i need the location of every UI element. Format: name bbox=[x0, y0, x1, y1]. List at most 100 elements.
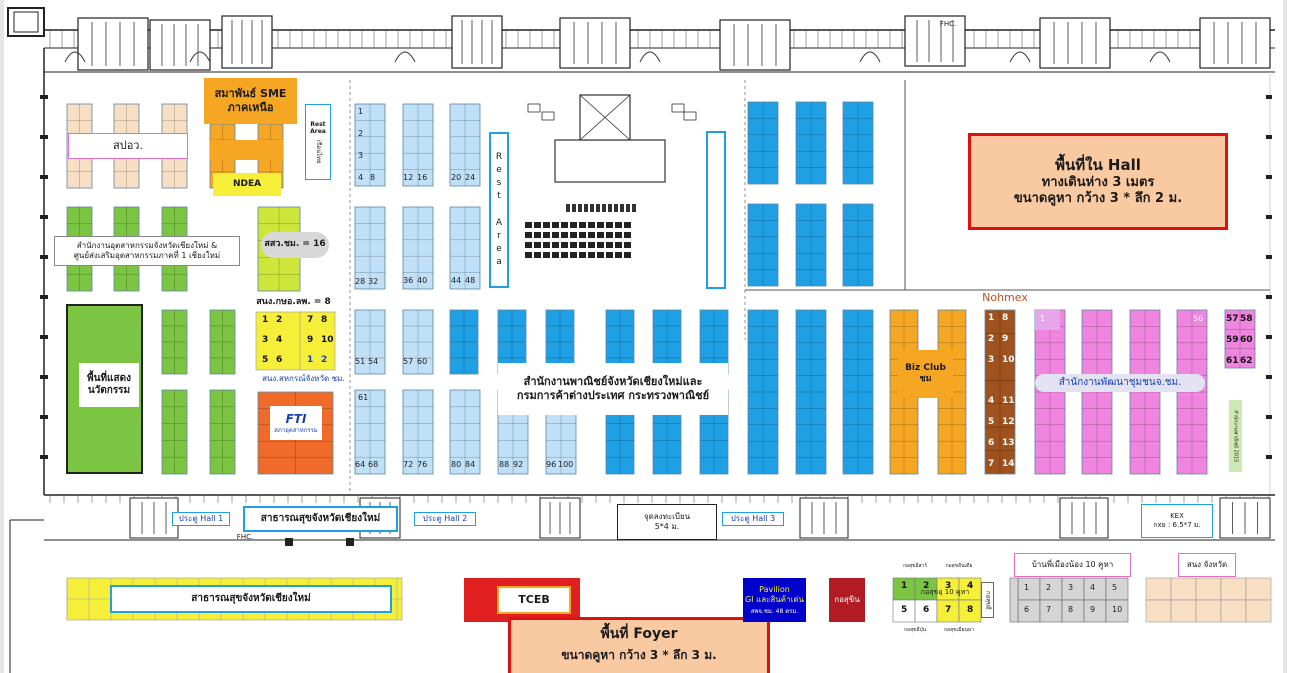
booth bbox=[1224, 309, 1256, 369]
door-hall3-label[interactable]: ประตู Hall 3 bbox=[722, 512, 784, 526]
booth bbox=[354, 309, 386, 375]
booth bbox=[354, 103, 386, 187]
booth bbox=[449, 309, 479, 375]
community-small-label: สำนักงานพาณิชย์ 2015 bbox=[1229, 400, 1242, 472]
seat bbox=[615, 222, 622, 228]
door-hall2-label[interactable]: ประตู Hall 2 bbox=[414, 512, 476, 526]
seat bbox=[525, 242, 532, 248]
pavilion-label: Pavilion GI และสินค้าเด่น สพจ.ชม. 48 ตรม… bbox=[743, 578, 806, 622]
seat bbox=[597, 252, 604, 258]
nohmex-label: Nohmex bbox=[982, 291, 1028, 305]
seat-small bbox=[608, 204, 612, 212]
spor-label: สปอว. bbox=[68, 133, 188, 159]
seat bbox=[570, 222, 577, 228]
province-booth bbox=[1145, 599, 1172, 623]
rest-area-small-label: Rest Area เรือนไทย bbox=[305, 104, 331, 180]
door-arc bbox=[394, 51, 416, 63]
province-booth bbox=[1220, 599, 1247, 623]
seat bbox=[552, 242, 559, 248]
booth bbox=[209, 389, 236, 475]
booth-number: 7 bbox=[1046, 605, 1052, 614]
booth bbox=[795, 101, 827, 185]
seat bbox=[525, 232, 532, 238]
booth bbox=[984, 309, 1016, 475]
ndea-label: NDEA bbox=[213, 173, 281, 196]
booth-number: 96 bbox=[546, 460, 557, 469]
gosu-bottom-a-label: กอสุขอีปุ่น bbox=[903, 626, 927, 633]
ssw-label: สสว.ชม. = 16 bbox=[261, 232, 329, 258]
pillar bbox=[285, 538, 293, 546]
booth-number: 10 bbox=[1002, 355, 1015, 365]
booth-number: 6 bbox=[276, 355, 283, 365]
booth bbox=[161, 389, 188, 475]
fhc-mark-top: FHC. bbox=[939, 19, 957, 28]
door-arc bbox=[189, 51, 211, 63]
snk-block bbox=[299, 311, 336, 371]
booth-number: 88 bbox=[499, 460, 510, 469]
booth-number: 6 bbox=[923, 605, 930, 615]
door-arc bbox=[1009, 51, 1031, 63]
rest-area-small-sub: เรือนไทย bbox=[314, 139, 322, 164]
booth-number: 68 bbox=[368, 460, 379, 469]
seat bbox=[552, 232, 559, 238]
booth-number: 2 bbox=[321, 355, 328, 365]
booth bbox=[402, 309, 434, 375]
rest-area-small-text: Rest Area bbox=[310, 120, 326, 136]
booth-number: 61 bbox=[1226, 356, 1239, 366]
kex-label: KEX กxย : 6.5*7 ม. bbox=[1141, 504, 1213, 538]
seat bbox=[579, 222, 586, 228]
seat bbox=[606, 242, 613, 248]
booth-number: 6 bbox=[988, 438, 995, 448]
booth-number: 60 bbox=[1240, 335, 1253, 345]
seat-small bbox=[572, 204, 576, 212]
booth-number: 8 bbox=[321, 315, 328, 325]
seat bbox=[597, 232, 604, 238]
booth-number: 9 bbox=[1090, 605, 1096, 614]
column-mark bbox=[40, 215, 48, 219]
seat-small bbox=[632, 204, 636, 212]
pavilion-sub: สพจ.ชม. 48 ตรม. bbox=[750, 607, 799, 615]
seat bbox=[615, 232, 622, 238]
aisle-box bbox=[706, 131, 726, 289]
sme-connector bbox=[210, 140, 283, 160]
booth bbox=[747, 203, 779, 287]
booth-number: 40 bbox=[417, 276, 428, 285]
seat bbox=[624, 252, 631, 258]
seat bbox=[543, 222, 550, 228]
door-hall1-label[interactable]: ประตู Hall 1 bbox=[172, 512, 230, 526]
booth-number: 2 bbox=[1046, 583, 1052, 592]
stage-platform bbox=[554, 139, 666, 183]
seat bbox=[552, 222, 559, 228]
booth bbox=[449, 389, 481, 475]
column-mark bbox=[40, 375, 48, 379]
seat bbox=[552, 252, 559, 258]
booth-number: 5 bbox=[1112, 583, 1118, 592]
booth bbox=[402, 103, 434, 187]
seat bbox=[588, 242, 595, 248]
booth bbox=[1129, 309, 1161, 475]
booth-number: 2 bbox=[988, 334, 995, 344]
booth-number: 54 bbox=[368, 357, 379, 366]
service-room bbox=[149, 19, 211, 71]
seat bbox=[534, 222, 541, 228]
equipment bbox=[671, 103, 685, 113]
village-booth bbox=[1009, 577, 1019, 623]
foyer-info-title: พื้นที่ Foyer bbox=[600, 626, 678, 642]
booth-number: 5 bbox=[988, 417, 995, 427]
booth-number: 3 bbox=[988, 355, 995, 365]
seat bbox=[570, 242, 577, 248]
booth bbox=[354, 206, 386, 290]
tceb-label: TCEB bbox=[497, 586, 571, 614]
seat-small bbox=[614, 204, 618, 212]
booth-number: 20 bbox=[451, 173, 462, 182]
column-mark bbox=[1266, 135, 1272, 139]
booth-number: 72 bbox=[403, 460, 414, 469]
column-mark bbox=[40, 295, 48, 299]
seat bbox=[588, 222, 595, 228]
booth-number: 61 bbox=[358, 393, 369, 402]
booth bbox=[842, 101, 874, 185]
seat bbox=[624, 232, 631, 238]
booth bbox=[795, 203, 827, 287]
column-mark bbox=[40, 175, 48, 179]
booth bbox=[402, 206, 434, 290]
